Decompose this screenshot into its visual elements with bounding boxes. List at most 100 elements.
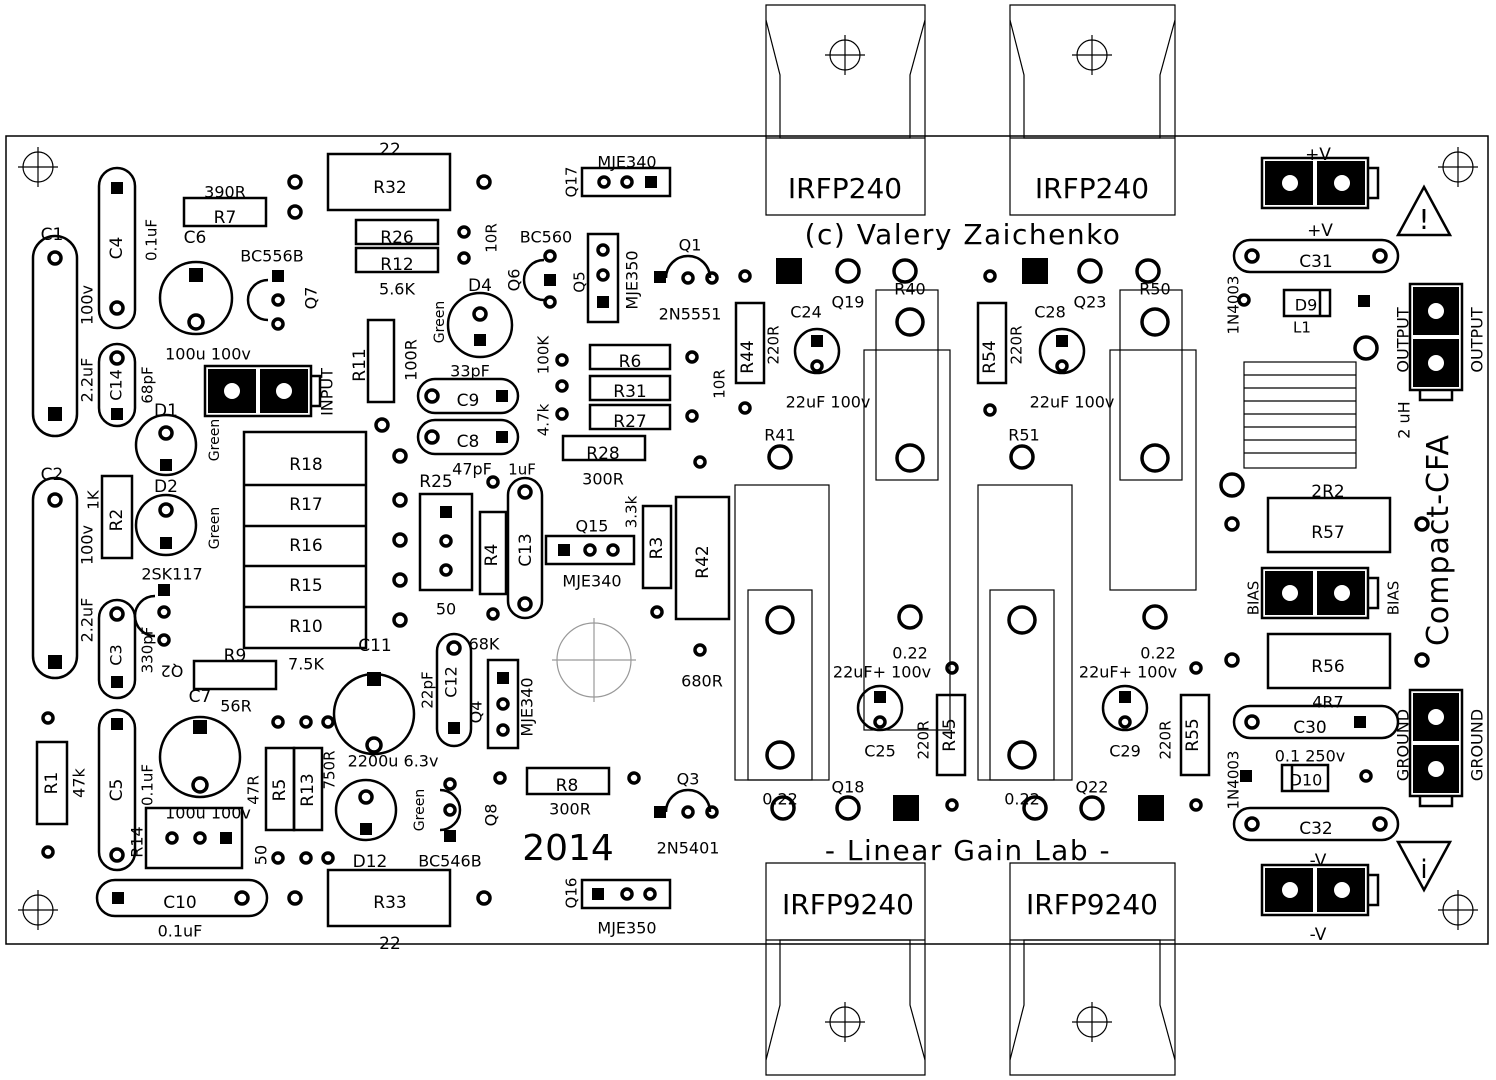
label-r680: 680R	[681, 672, 723, 691]
label-d2: D2	[154, 477, 178, 497]
label-r17: R17	[289, 495, 322, 515]
year-text: 2014	[522, 828, 614, 869]
label-r8: R8	[556, 776, 579, 796]
label-mje350a: MJE350	[623, 250, 642, 309]
center-target	[552, 618, 636, 702]
label-c5v: 0.1uF	[139, 764, 157, 806]
label-d12: D12	[353, 852, 388, 872]
label-r33: R33	[373, 893, 406, 913]
label-r022a: 0.22	[892, 644, 928, 663]
label-mv1: -V	[1310, 851, 1327, 871]
label-r5: R5	[270, 779, 290, 802]
label-green4: Green	[432, 301, 448, 343]
label-r6: R6	[619, 352, 642, 372]
label-c22p: 22pF	[419, 671, 437, 708]
label-r12: R12	[380, 255, 413, 275]
label-r45: R45	[940, 718, 960, 751]
label-green2: Green	[207, 507, 223, 549]
label-q16: Q16	[563, 878, 581, 909]
label-r44v: 220R	[765, 325, 783, 364]
label-green12: Green	[412, 789, 428, 831]
inductor-l1	[1219, 335, 1379, 498]
label-bias1: BIAS	[1245, 581, 1263, 616]
film-caps	[31, 166, 1400, 918]
label-r16: R16	[289, 536, 322, 556]
label-c30v: 0.1 250v	[1275, 747, 1346, 766]
label-r4: R4	[482, 544, 502, 567]
label-irfp240b: IRFP240	[1035, 172, 1149, 205]
label-c28: C28	[1034, 303, 1066, 322]
label-c7: C7	[189, 687, 212, 707]
label-r10r2: 10R	[711, 369, 729, 399]
warning-info-icon: i	[1420, 855, 1427, 885]
label-c47p: 47pF	[452, 460, 492, 479]
label-green1: Green	[207, 419, 223, 461]
label-c33p: 33pF	[450, 362, 490, 381]
label-q17: Q17	[563, 167, 581, 198]
label-r28: R28	[586, 444, 619, 464]
label-q7: Q7	[302, 287, 321, 310]
label-r50a: 50	[436, 600, 456, 619]
label-r022d: 0.22	[1004, 790, 1040, 809]
output-transistor-pads	[767, 258, 1168, 821]
label-c11v: 2200u 6.3v	[348, 752, 439, 771]
label-n5401: 2N5401	[657, 839, 720, 858]
label-r22b: 22	[379, 934, 401, 954]
label-c14v: 68pF	[139, 366, 157, 403]
label-c1: C1	[41, 225, 64, 245]
label-c1uf: 1uF	[508, 461, 536, 479]
project-title: Compact-CFA	[1421, 434, 1456, 646]
label-c1v2: 2.2uF	[78, 358, 97, 403]
via-pads	[41, 174, 1430, 906]
label-r55: R55	[1183, 718, 1203, 751]
label-c28v: 22uF 100v	[1030, 393, 1115, 412]
label-c1v: 100v	[78, 285, 97, 325]
warning-triangles: ! i	[1395, 184, 1453, 893]
label-r11v: 100R	[402, 339, 421, 381]
label-c31: C31	[1299, 252, 1333, 272]
label-r40: R40	[894, 280, 925, 299]
label-r54: R54	[980, 340, 1000, 373]
label-out1: OUTPUT	[1394, 307, 1413, 372]
label-sk117: 2SK117	[141, 565, 202, 584]
label-bc560: BC560	[520, 228, 572, 247]
label-c25v: 22uF+ 100v	[833, 663, 931, 682]
label-mje340a: MJE340	[562, 572, 621, 591]
label-q2: Q2	[161, 662, 184, 681]
label-c7v: 100u 100v	[165, 804, 251, 823]
label-c11: C11	[358, 636, 392, 656]
connectors	[203, 156, 1464, 917]
trimmers	[144, 492, 474, 870]
label-q15: Q15	[576, 517, 609, 536]
label-mje340c: MJE340	[597, 153, 656, 172]
film-cap-pads	[47, 182, 1388, 906]
label-c2: C2	[41, 465, 64, 485]
label-n4003b: 1N4003	[1225, 751, 1243, 810]
label-c24: C24	[790, 303, 822, 322]
label-r41: R41	[764, 426, 795, 445]
label-bc556: BC556B	[240, 247, 303, 266]
label-r27: R27	[613, 412, 646, 432]
label-c25: C25	[864, 742, 896, 761]
board-outline	[5, 135, 1489, 945]
mounting-holes	[18, 35, 1478, 1042]
label-r68k: 68K	[469, 635, 500, 654]
label-q19: Q19	[832, 293, 865, 312]
label-q18: Q18	[832, 778, 865, 797]
label-gnd2: GROUND	[1468, 709, 1487, 781]
label-r45v: 220R	[915, 720, 933, 759]
label-c14: C14	[107, 369, 126, 401]
label-irfp9240a: IRFP9240	[782, 888, 914, 921]
label-r56: R56	[1311, 657, 1344, 677]
label-c4v: 0.1uF	[143, 219, 161, 261]
label-r31: R31	[613, 382, 646, 402]
label-r56k: 5.6K	[379, 280, 415, 299]
cap-pads	[158, 268, 1132, 835]
label-mje340b: MJE340	[518, 677, 537, 736]
label-c10: C10	[163, 893, 197, 913]
credit-text: (c) Valery Zaichenko	[805, 218, 1122, 251]
label-r2: R2	[107, 509, 127, 532]
label-r25: R25	[419, 472, 452, 492]
label-r022c: 0.22	[1140, 644, 1176, 663]
